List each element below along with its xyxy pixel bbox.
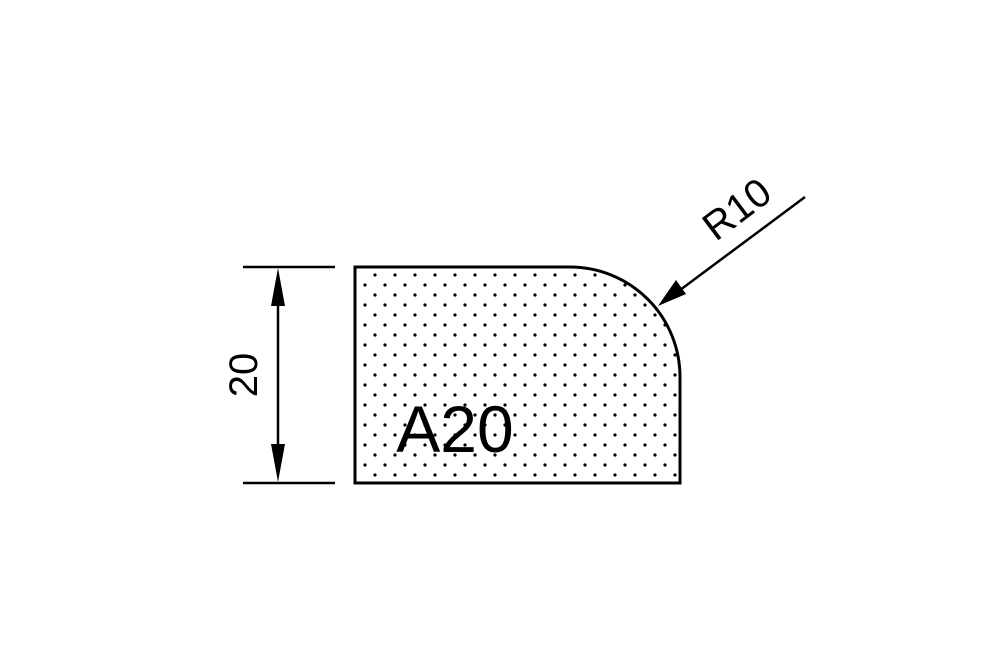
- profile-outline: [353, 265, 682, 485]
- arrowhead-top-icon: [271, 268, 285, 306]
- arrowhead-bottom-icon: [271, 444, 285, 482]
- radius-callout-label: R10: [695, 170, 780, 249]
- radius-arrowhead-icon: [658, 280, 686, 306]
- profile-label: A20: [396, 392, 513, 466]
- height-dimension-label: 20: [222, 353, 266, 398]
- radius-leader-line: [671, 195, 806, 298]
